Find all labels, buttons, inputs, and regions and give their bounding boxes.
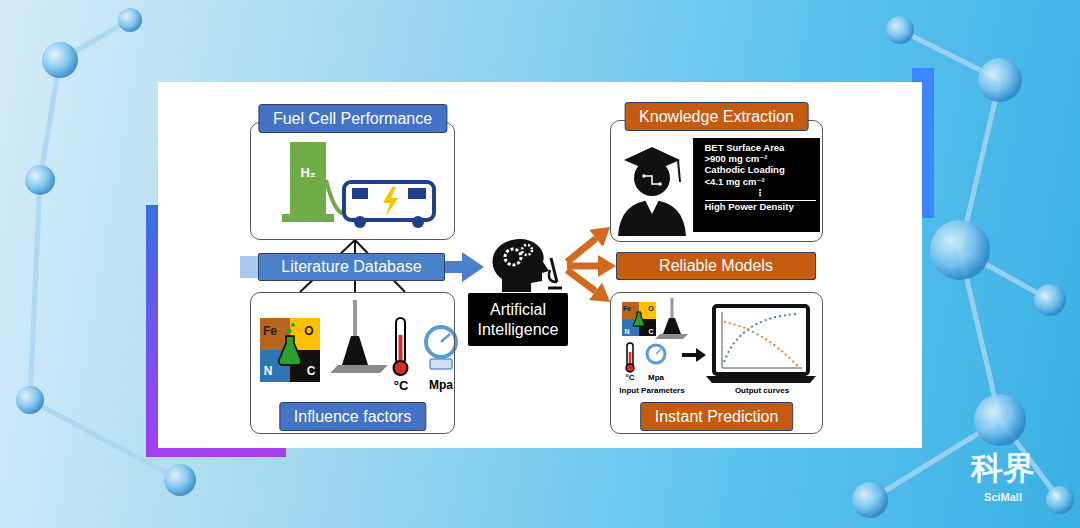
box-label: Literature Database <box>281 258 422 276</box>
mini-element-grid <box>622 302 656 336</box>
mini-sample-stage <box>655 298 688 339</box>
element-label: H₂ <box>300 166 315 179</box>
hydrogen-station <box>282 142 348 222</box>
heading-tab: Influence factors <box>279 402 426 431</box>
box-label: Reliable Models <box>659 257 773 275</box>
heading-tab: Knowledge Extraction <box>624 102 809 131</box>
caption-label: Input Parameters <box>619 387 684 395</box>
element-label: C <box>307 365 316 377</box>
molecule-atoms <box>16 8 1074 518</box>
graduate-icon <box>618 147 686 236</box>
result-box: Reliable Models <box>616 252 816 280</box>
element-label: Fe <box>263 325 277 337</box>
criteria-text: Cathodic Loading <box>705 164 816 175</box>
unit-label: °C <box>394 379 409 392</box>
ai-box: Artificial Intelligence <box>484 232 567 346</box>
element-label: O <box>648 305 653 312</box>
flow-arrow <box>567 270 596 291</box>
heading-tab: Instant Prediction <box>640 402 794 431</box>
element-grid <box>260 318 320 382</box>
section-panel: Fuel Cell Performance <box>250 122 455 240</box>
process-band: Literature Database <box>258 253 445 281</box>
unit-label: Mpa <box>648 374 664 382</box>
criteria-panel: BET Surface Area>900 mg cm⁻²Cathodic Loa… <box>693 138 820 232</box>
section-panel: BET Surface Area>900 mg cm⁻²Cathodic Loa… <box>610 120 823 242</box>
sample-stage-icon <box>330 300 388 373</box>
molecule-decoration <box>30 20 1060 500</box>
caption-label: Output curves <box>735 387 789 395</box>
mini-gauge <box>647 345 665 363</box>
element-label: O <box>304 325 313 337</box>
thermometer-icon <box>394 318 408 375</box>
element-label: N <box>624 328 629 335</box>
section-panel: Influence factors <box>250 292 455 434</box>
pressure-gauge-icon <box>426 327 456 369</box>
ai-head-icon <box>493 239 562 292</box>
watermark: 科界 <box>971 452 1035 484</box>
heading-tab: Fuel Cell Performance <box>258 104 447 133</box>
section-panel: Instant Prediction <box>610 292 823 434</box>
flow-arrow <box>567 238 596 262</box>
flow-arrow <box>682 348 706 362</box>
flow-arrow <box>567 263 598 270</box>
laptop-icon <box>706 306 816 383</box>
unit-label: Mpa <box>429 379 453 391</box>
mini-thermometer <box>626 343 634 372</box>
white-panel <box>158 82 922 448</box>
criteria-text: High Power Density <box>705 200 816 212</box>
watermark: SciMall <box>984 492 1022 503</box>
element-label: Fe <box>623 305 631 312</box>
unit-label: °C <box>626 374 635 382</box>
flow-arrow <box>445 261 462 273</box>
criteria-text: <4.1 mg cm⁻² <box>705 176 816 187</box>
bus-icon <box>344 182 434 228</box>
element-label: C <box>648 328 653 335</box>
criteria-text: ⋮ <box>705 187 816 198</box>
criteria-text: BET Surface Area <box>705 142 816 153</box>
criteria-text: >900 mg cm⁻² <box>705 153 816 164</box>
ai-label: Artificial Intelligence <box>468 293 568 346</box>
element-label: N <box>264 365 273 377</box>
